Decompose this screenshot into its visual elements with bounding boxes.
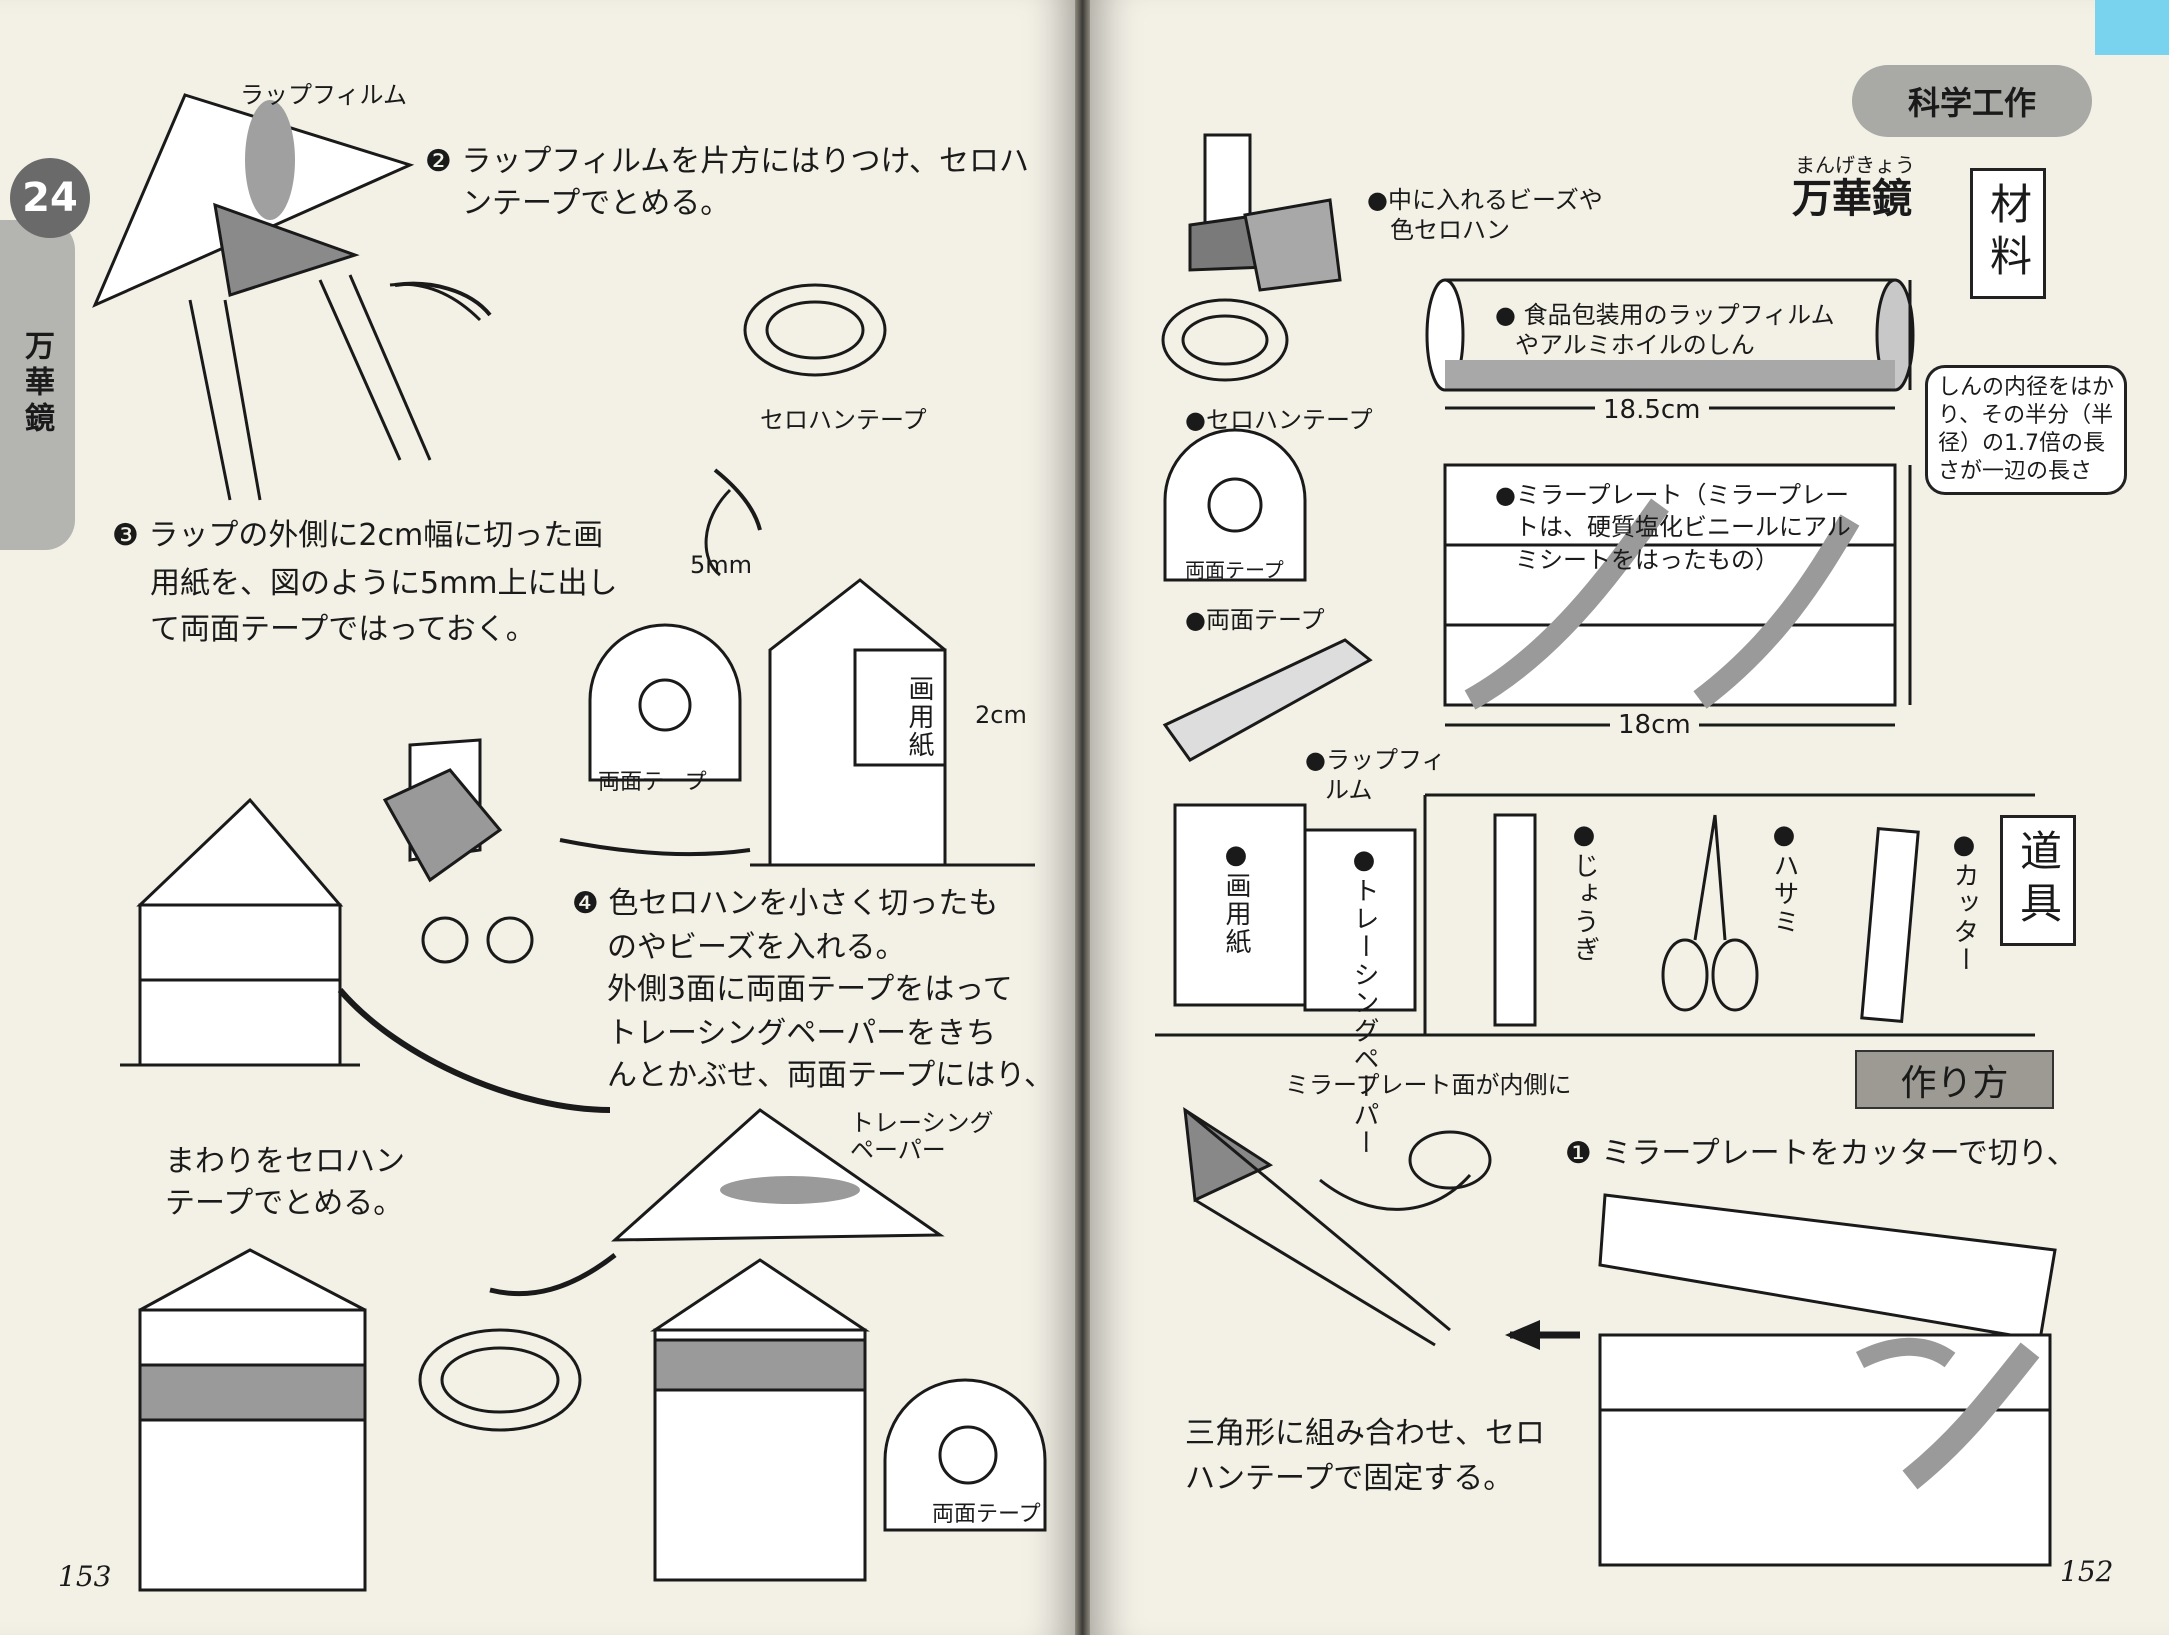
material-wrap-line1: ●ラップフィ bbox=[1305, 746, 1446, 774]
label-wrap-film: ラップフィルム bbox=[240, 81, 408, 109]
double-tape-illustration bbox=[588, 623, 742, 782]
filled-prism-illustration bbox=[136, 797, 344, 907]
title-ruby: まんげきょう bbox=[1795, 153, 1915, 177]
taped-prism-illustration bbox=[139, 1248, 366, 1312]
chapter-number-badge: 24 bbox=[10, 158, 90, 238]
dimension-18cm: 18cm bbox=[1610, 710, 1699, 740]
scissors-illustration bbox=[1661, 938, 1709, 1012]
label-double-tape: 両面テープ bbox=[1185, 558, 1284, 582]
howto-signboard: 作り方 bbox=[1855, 1050, 2054, 1109]
step4-line3: 外側3面に両面テープをはって bbox=[607, 972, 1013, 1007]
left-page-number: 153 bbox=[58, 1560, 112, 1593]
tape-roll-illustration bbox=[743, 283, 887, 377]
label-double-tape-1: 両面テープ bbox=[598, 770, 707, 795]
page-title: 万華鏡 bbox=[1792, 176, 1912, 222]
step4-line5: んとかぶせ、両面テープにはり、 bbox=[607, 1058, 1054, 1093]
label-drawing-paper: 画用紙 bbox=[904, 675, 934, 759]
tracing-paper-illustration bbox=[611, 1108, 945, 1242]
material-tracing-paper: ●トレーシングペーパー bbox=[1349, 845, 1379, 1157]
step3-line2: 用紙を、図のように5mm上に出し bbox=[150, 566, 618, 601]
beads-bottle-illustration bbox=[1203, 133, 1252, 227]
material-cello-tape: ●セロハンテープ bbox=[1185, 406, 1373, 434]
tool-cutter: ●カッター bbox=[1949, 830, 1979, 974]
material-mirror-line1: ●ミラープレート（ミラープレー bbox=[1495, 481, 1850, 509]
step4-line1: ❹ 色セロハンを小さく切ったも bbox=[572, 886, 999, 921]
label-double-tape-2: 両面テープ bbox=[932, 1502, 1041, 1527]
tool-scissors: ●ハサミ bbox=[1769, 820, 1799, 936]
step3-line1: ❸ ラップの外側に2cm幅に切った画 bbox=[112, 518, 604, 553]
material-beads-line1: ●中に入れるビーズや bbox=[1367, 186, 1603, 214]
dimension-18-5cm: 18.5cm bbox=[1595, 395, 1709, 425]
material-wrap-line2: ルム bbox=[1325, 776, 1373, 804]
tool-ruler: ●じょうぎ bbox=[1569, 820, 1599, 964]
step2-line1: ❷ ラップフィルムを片方にはりつけ、セロハ bbox=[425, 144, 1030, 179]
measurement-note: しんの内径をはか り、その半分（半 径）の1.7倍の長 さが一辺の長さ bbox=[1925, 365, 2128, 495]
sticky-tab bbox=[2095, 0, 2169, 55]
book-gutter bbox=[1075, 0, 1090, 1635]
label-tracing-line2: ペーパー bbox=[850, 1136, 946, 1164]
step4-line4: トレーシングペーパーをきち bbox=[607, 1016, 997, 1051]
mirror-prism-illustration bbox=[1183, 1107, 1274, 1203]
material-drawing-paper: ●画用紙 bbox=[1221, 840, 1251, 956]
label-mirror-inside: ミラープレート面が内側に bbox=[1285, 1071, 1572, 1099]
step1-text: ❶ ミラープレートをカッターで切り、 bbox=[1565, 1136, 2077, 1171]
step3-line3: て両面テープではっておく。 bbox=[150, 612, 536, 647]
material-core-line2: やアルミホイルのしん bbox=[1515, 331, 1755, 359]
label-tracing-line1: トレーシング bbox=[850, 1109, 994, 1137]
material-mirror-line2: トは、硬質塩化ビニールにアル bbox=[1515, 513, 1851, 541]
step5-line1: まわりをセロハン bbox=[165, 1144, 405, 1179]
step1b-line1: 三角形に組み合わせ、セロ bbox=[1185, 1416, 1545, 1451]
mirror-sheet-illustration bbox=[1598, 1333, 2052, 1567]
ruler-illustration bbox=[1493, 813, 1537, 1027]
chapter-side-tab bbox=[0, 220, 75, 550]
wrap-box-illustration bbox=[1162, 638, 1373, 762]
material-core-line1: ● 食品包装用のラップフィルム bbox=[1495, 301, 1835, 329]
material-mirror-line3: ミシートをはったもの） bbox=[1515, 546, 1779, 574]
label-2cm: 2cm bbox=[975, 701, 1027, 729]
step2-line2: ンテープでとめる。 bbox=[462, 186, 731, 221]
label-5mm: 5mm bbox=[690, 551, 753, 579]
chapter-title-vertical: 万華鏡 bbox=[19, 330, 54, 438]
right-page-number: 152 bbox=[2060, 1555, 2114, 1588]
step4-line2: のやビーズを入れる。 bbox=[607, 930, 906, 965]
material-double-tape: ●両面テープ bbox=[1185, 606, 1325, 634]
material-beads-line2: 色セロハン bbox=[1390, 216, 1510, 244]
step5-line2: テープでとめる。 bbox=[165, 1186, 404, 1221]
label-cello-tape: セロハンテープ bbox=[760, 406, 927, 434]
tools-label: 道具 bbox=[2000, 815, 2076, 946]
materials-label: 材料 bbox=[1970, 168, 2046, 299]
step1b-line2: ハンテープで固定する。 bbox=[1185, 1461, 1514, 1496]
cutter-illustration bbox=[1860, 826, 1920, 1024]
header-badge: 科学工作 bbox=[1852, 65, 2092, 137]
